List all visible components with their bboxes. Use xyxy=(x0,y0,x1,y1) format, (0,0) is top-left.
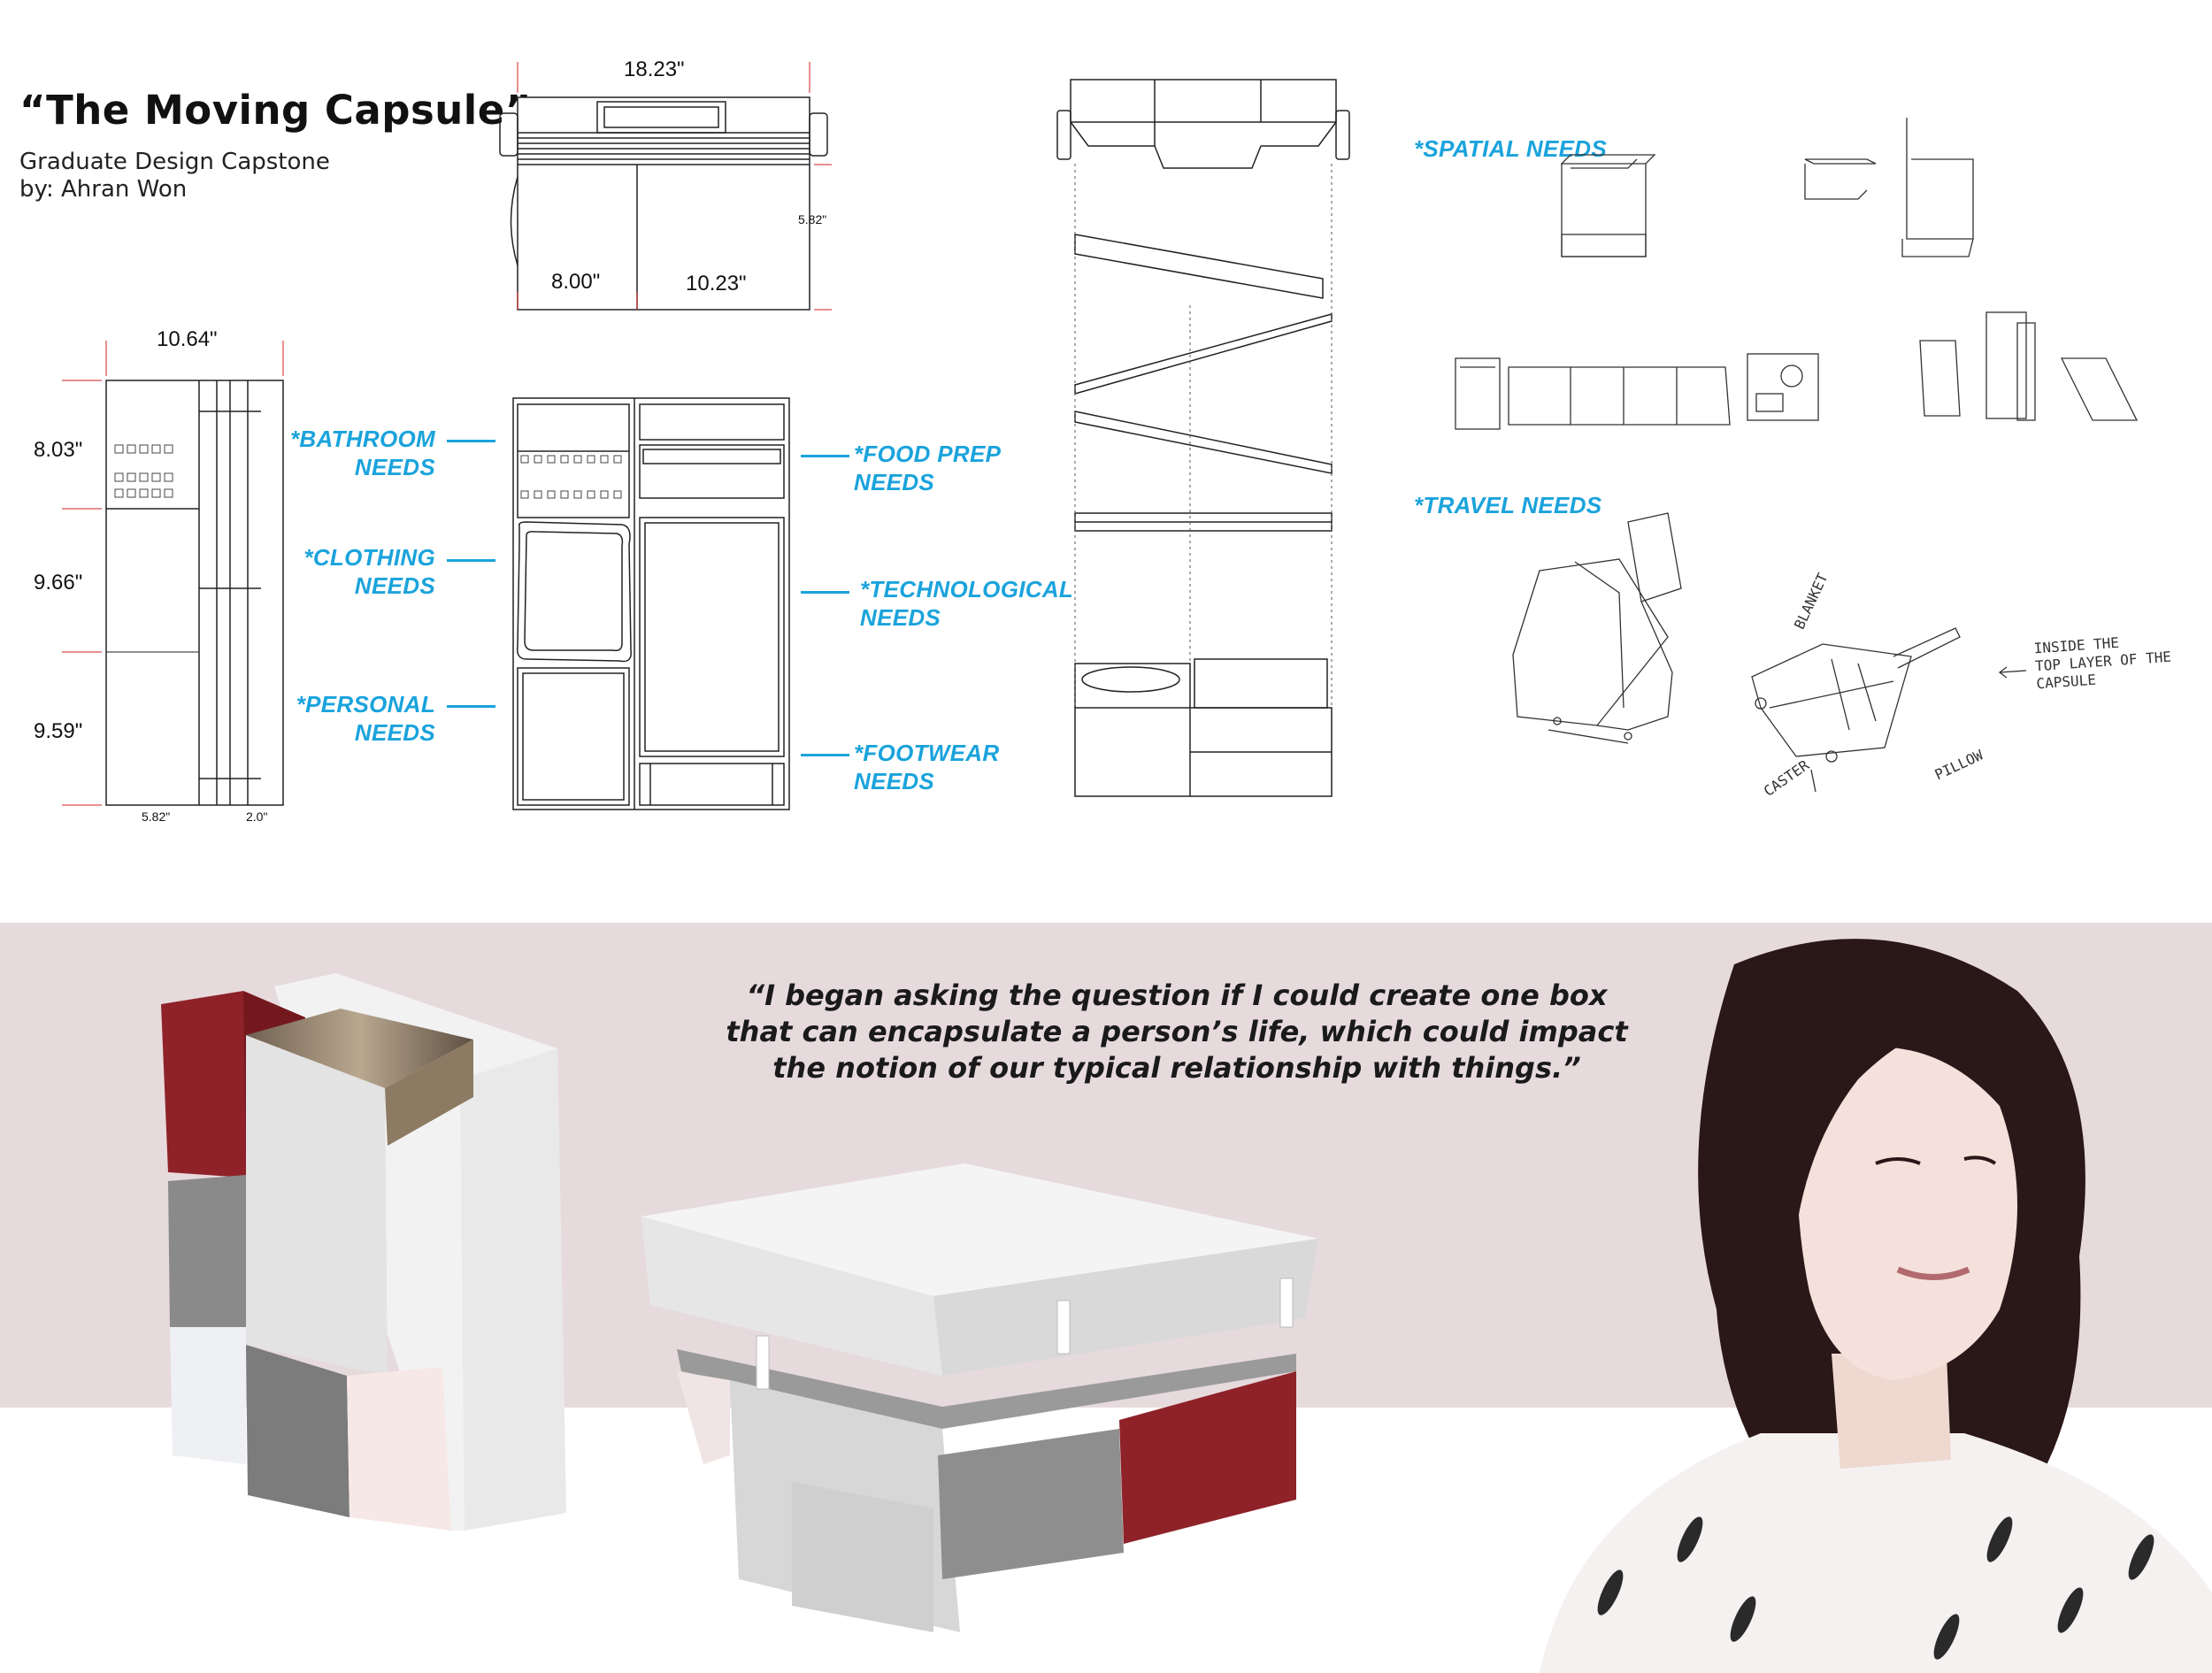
subtitle: Graduate Design Capstone by: Ahran Won xyxy=(19,149,330,203)
front-elevation xyxy=(509,394,792,814)
leader-personal xyxy=(447,705,495,708)
dim-height-2: 9.66" xyxy=(34,571,83,595)
exploded-unfolding-drawing xyxy=(1053,75,1358,801)
flat-capsule-svg xyxy=(641,1163,1318,1632)
travel-needs-label: *TRAVEL NEEDS xyxy=(1414,492,1602,518)
travel-sketches-svg xyxy=(1512,512,2027,793)
dim-bottom-right: 2.0" xyxy=(246,810,268,824)
spatial-needs-label: *SPATIAL NEEDS xyxy=(1414,135,1608,162)
side-view-svg xyxy=(62,341,284,806)
dim-height-1: 8.03" xyxy=(34,438,83,462)
upright-capsule-render xyxy=(150,973,575,1610)
designer-quote: “I began asking the question if I could … xyxy=(726,978,1628,1085)
side-view-drawing: 10.64" 8.03" 9.66" 9.59" 5.82" 2.0" xyxy=(27,323,292,845)
leader-footwear xyxy=(801,754,849,756)
spatial-sketches xyxy=(1442,111,2150,438)
leader-technological xyxy=(801,591,849,594)
designer-portrait xyxy=(1504,938,2212,1673)
dim-side-width: 10.64" xyxy=(157,327,218,351)
need-food-prep: *FOOD PREP NEEDS xyxy=(854,441,1002,495)
leader-food-prep xyxy=(801,455,849,457)
dim-bottom-left: 5.82" xyxy=(142,810,171,824)
note-top-layer: INSIDE THE TOP LAYER OF THE CAPSULE xyxy=(2033,633,2172,693)
subtitle-course: Graduate Design Capstone xyxy=(19,149,330,175)
need-bathroom: *BATHROOM NEEDS xyxy=(290,426,435,480)
exploded-svg xyxy=(1056,79,1350,797)
page-title: “The Moving Capsule” xyxy=(19,87,532,134)
portrait-svg xyxy=(1540,939,2212,1673)
travel-sketches: BLANKET CASTER PILLOW INSIDE THE TOP LAY… xyxy=(1495,504,2194,805)
dim-depth: 5.82" xyxy=(798,212,827,226)
upright-capsule-svg xyxy=(161,973,566,1531)
need-personal: *PERSONAL NEEDS xyxy=(296,691,435,746)
subtitle-author: by: Ahran Won xyxy=(19,176,188,203)
leader-clothing xyxy=(447,559,495,562)
top-view-drawing: 18.23" 8.00" 10.23" 5.82" xyxy=(495,53,832,311)
dim-total-width: 18.23" xyxy=(624,58,685,81)
need-clothing: *CLOTHING NEEDS xyxy=(303,544,435,599)
top-view-svg xyxy=(499,62,832,311)
dim-height-3: 9.59" xyxy=(34,719,83,743)
front-elevation-svg xyxy=(512,397,790,810)
leader-bathroom xyxy=(447,440,495,442)
flat-capsule-render xyxy=(641,1163,1323,1632)
spatial-sketches-svg xyxy=(1455,118,2139,430)
need-technological: *TECHNOLOGICAL NEEDS xyxy=(860,576,1074,631)
dim-right-width: 10.23" xyxy=(686,272,747,295)
dim-left-width: 8.00" xyxy=(551,270,601,294)
need-footwear: *FOOTWEAR NEEDS xyxy=(854,740,1000,794)
